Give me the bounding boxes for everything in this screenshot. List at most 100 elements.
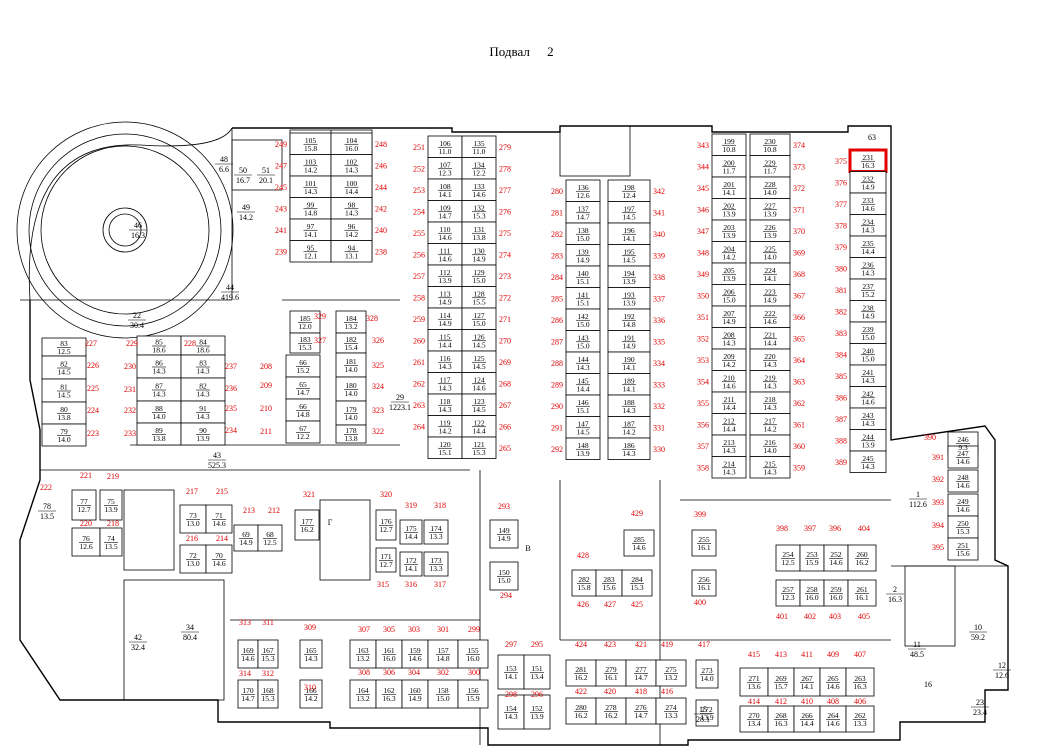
room-code-label: 261: [413, 358, 425, 367]
storage-room[interactable]: [257, 679, 279, 709]
room-area: 13.2: [356, 694, 369, 703]
room-number: 75: [107, 497, 115, 506]
storage-room[interactable]: [947, 537, 979, 561]
storage-room[interactable]: [823, 544, 849, 572]
storage-room[interactable]: [257, 639, 279, 669]
storage-room[interactable]: [849, 450, 887, 473]
storage-room[interactable]: [399, 551, 423, 577]
storage-room[interactable]: [401, 639, 429, 669]
room-area: 13.9: [438, 276, 451, 285]
storage-room[interactable]: [299, 679, 323, 709]
room-code-label: 381: [835, 286, 847, 295]
storage-room[interactable]: [294, 509, 320, 541]
storage-room[interactable]: [399, 519, 423, 545]
storage-room[interactable]: [257, 524, 283, 552]
storage-room[interactable]: [41, 423, 87, 447]
storage-room[interactable]: [819, 705, 847, 733]
storage-room[interactable]: [401, 679, 429, 709]
storage-room[interactable]: [205, 544, 233, 574]
room-code-label: 310: [304, 683, 316, 692]
storage-room[interactable]: [793, 667, 821, 697]
storage-room[interactable]: [457, 639, 489, 669]
storage-room[interactable]: [799, 544, 825, 572]
storage-room[interactable]: [423, 551, 449, 577]
storage-room[interactable]: [621, 569, 653, 597]
storage-room[interactable]: [739, 667, 769, 697]
storage-room[interactable]: [523, 654, 551, 690]
storage-room[interactable]: [289, 332, 321, 354]
storage-room[interactable]: [767, 705, 795, 733]
storage-room[interactable]: [375, 509, 397, 541]
storage-room[interactable]: [375, 679, 403, 709]
storage-room[interactable]: [497, 654, 525, 690]
storage-room[interactable]: [595, 569, 623, 597]
storage-room[interactable]: [285, 420, 321, 444]
storage-room[interactable]: [847, 544, 877, 572]
room-area: 14.0: [700, 674, 713, 683]
storage-room[interactable]: [427, 639, 459, 669]
storage-room[interactable]: [695, 699, 719, 727]
storage-room[interactable]: [749, 456, 791, 479]
room-number: 212: [723, 416, 735, 425]
storage-room[interactable]: [847, 579, 877, 607]
storage-room[interactable]: [695, 659, 719, 689]
storage-room[interactable]: [497, 694, 525, 730]
storage-room[interactable]: [71, 489, 97, 521]
room-number: 98: [348, 200, 356, 209]
storage-room[interactable]: [845, 705, 875, 733]
room-area: 14.2: [345, 230, 358, 239]
storage-room[interactable]: [571, 569, 597, 597]
storage-room[interactable]: [655, 697, 687, 725]
storage-room[interactable]: [299, 639, 323, 669]
storage-room[interactable]: [375, 547, 397, 573]
storage-room[interactable]: [99, 527, 123, 557]
storage-room[interactable]: [947, 469, 979, 493]
storage-room[interactable]: [607, 437, 651, 460]
room-code-label: 346: [697, 205, 709, 214]
storage-room[interactable]: [625, 659, 657, 687]
storage-room[interactable]: [655, 659, 687, 687]
room-code-label: 258: [413, 293, 425, 302]
room-number: 201: [723, 180, 735, 189]
room-code-label: 329: [314, 312, 326, 321]
storage-room[interactable]: [523, 694, 551, 730]
room-code-label: 298: [505, 690, 517, 699]
storage-room[interactable]: [845, 667, 875, 697]
storage-room[interactable]: [205, 504, 233, 534]
storage-room[interactable]: [179, 504, 207, 534]
storage-room[interactable]: [375, 639, 403, 669]
room-number: 214: [723, 459, 735, 468]
room-area: 14.6: [632, 543, 645, 552]
storage-room[interactable]: [711, 456, 747, 479]
storage-room[interactable]: [330, 240, 373, 263]
storage-room[interactable]: [819, 667, 847, 697]
room-code-label: 304: [408, 668, 420, 677]
storage-room[interactable]: [427, 679, 459, 709]
storage-room[interactable]: [99, 489, 123, 521]
storage-room[interactable]: [489, 519, 519, 549]
storage-room[interactable]: [793, 705, 821, 733]
storage-room[interactable]: [565, 659, 597, 687]
storage-room[interactable]: [423, 519, 449, 545]
room-area: 14.7: [634, 711, 647, 720]
room-code-label: 280: [551, 187, 563, 196]
storage-room[interactable]: [335, 376, 367, 402]
storage-room[interactable]: [799, 579, 825, 607]
storage-room[interactable]: [457, 679, 489, 709]
storage-room[interactable]: [180, 422, 226, 446]
storage-room[interactable]: [623, 529, 655, 557]
storage-room[interactable]: [739, 705, 769, 733]
storage-room[interactable]: [691, 529, 717, 557]
storage-room[interactable]: [565, 437, 601, 460]
storage-room[interactable]: [947, 445, 979, 469]
storage-room[interactable]: [71, 527, 101, 557]
room-area: 14.4: [861, 247, 874, 256]
storage-room[interactable]: [775, 544, 801, 572]
storage-room[interactable]: [691, 569, 717, 597]
storage-room[interactable]: [461, 436, 497, 459]
storage-room[interactable]: [335, 424, 367, 444]
room-area: 14.3: [861, 462, 874, 471]
storage-room[interactable]: [775, 579, 801, 607]
storage-room[interactable]: [179, 544, 207, 574]
storage-room[interactable]: [489, 561, 519, 591]
